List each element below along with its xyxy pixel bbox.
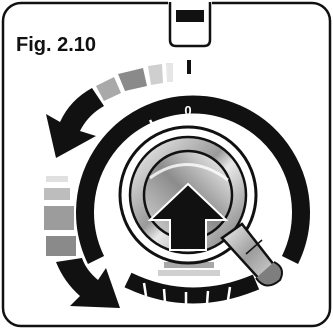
dial-mark-zero: 0: [184, 103, 191, 118]
rotation-arrow-icon: [46, 88, 104, 158]
upper-arc-segments: [96, 63, 173, 101]
left-arc-segments: [44, 176, 76, 256]
push-arrow-icon: [147, 182, 229, 251]
rotation-arrow-icon: [56, 258, 120, 308]
dial-scale: 0: [76, 95, 310, 264]
indicator-icon: [168, 0, 212, 74]
bottom-scale: [124, 262, 260, 305]
figure-label: Fig. 2.10: [16, 34, 97, 56]
pointer-icon: [220, 222, 283, 287]
